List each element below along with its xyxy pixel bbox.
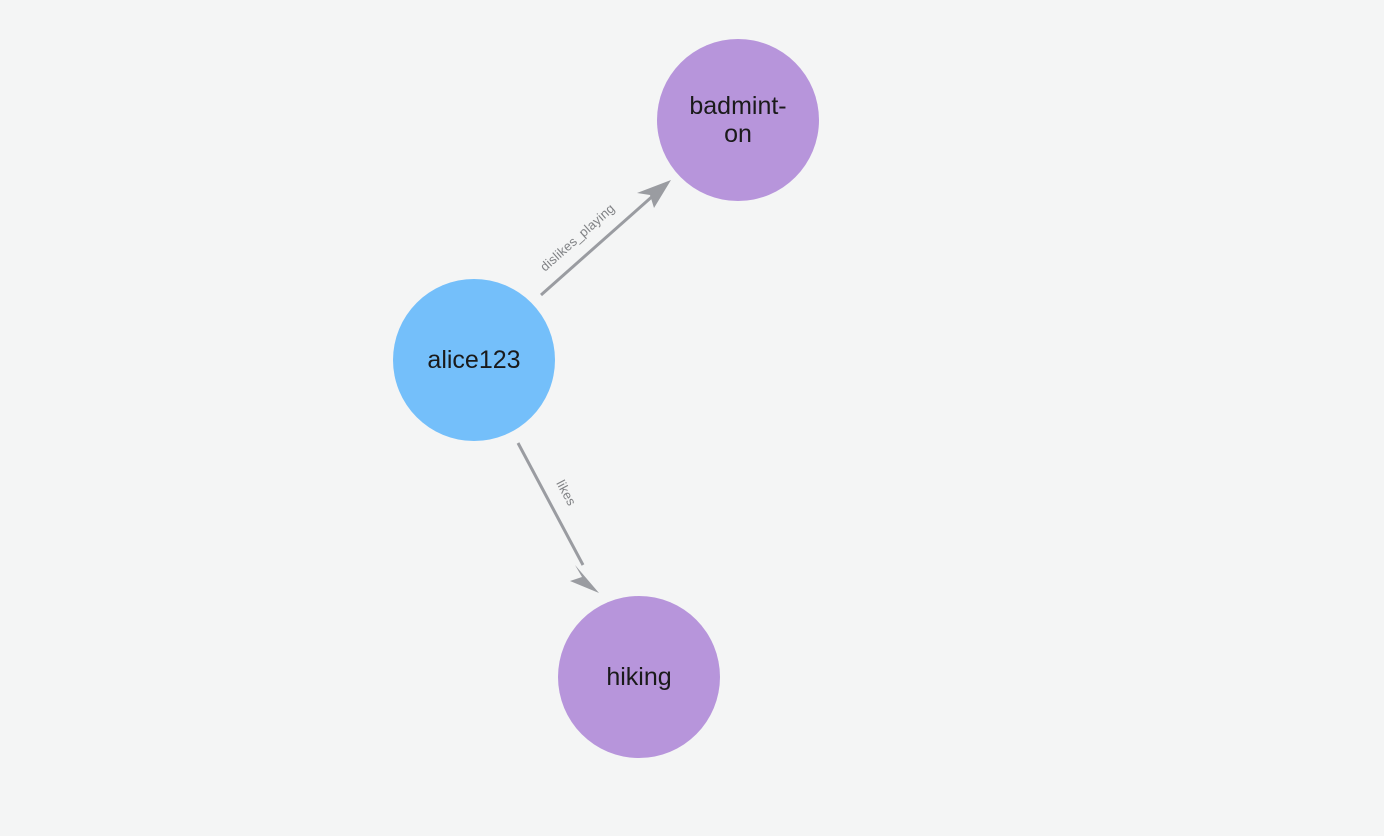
edge-line-dislikes-playing (540, 192, 656, 297)
edge-label-likes: likes (553, 477, 579, 508)
arrowhead-icon-dislikes-playing (637, 180, 671, 208)
graph-node-label-alice123: alice123 (427, 346, 521, 374)
graph-node-hiking[interactable]: hiking (558, 596, 720, 758)
graph-node-label-badminton-line2: on (724, 120, 752, 148)
graph-node-badminton[interactable]: badmint-on (657, 39, 819, 201)
edge-line-likes (516, 442, 585, 566)
edge-likes[interactable]: likes (516, 442, 599, 593)
graph-node-label-hiking: hiking (606, 663, 672, 691)
arrowhead-icon-likes (570, 565, 599, 593)
graph-node-label-badminton: badmint-on (671, 92, 804, 148)
graph-node-label-badminton-line1: badmint- (689, 92, 787, 120)
edge-dislikes-playing[interactable]: dislikes_playing (537, 180, 671, 297)
graph-node-alice123[interactable]: alice123 (393, 279, 555, 441)
